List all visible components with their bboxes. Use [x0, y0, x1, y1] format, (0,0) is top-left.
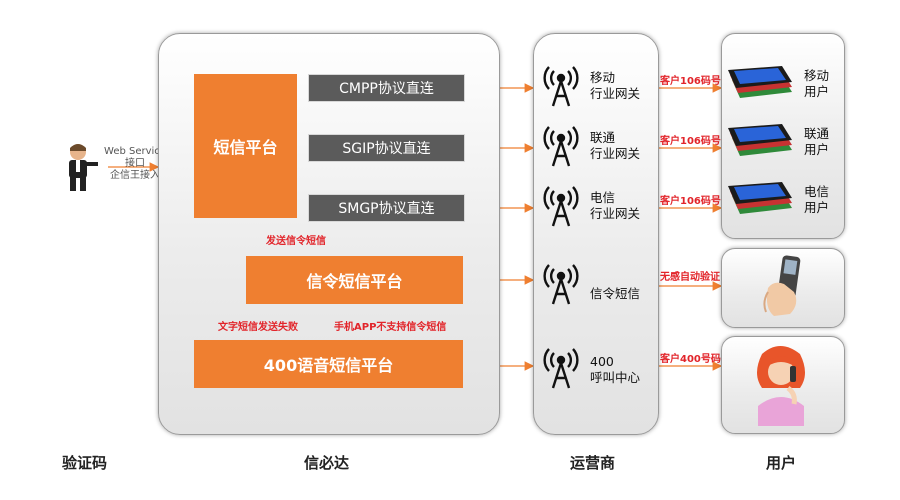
link-label-call-center: 客户400号码 — [660, 354, 721, 365]
footer-verification: 验证码 — [62, 454, 108, 472]
operator-line: 电信 — [590, 190, 616, 205]
app-unsupported-label: 手机APP不支持信令短信 — [334, 322, 447, 333]
footer-user: 用户 — [766, 454, 797, 472]
hand-phone-icon — [760, 252, 810, 322]
operator-line: 联通 — [590, 130, 616, 145]
antenna-icon — [542, 184, 580, 228]
woman-on-phone-icon — [748, 344, 814, 426]
operator-telecom-label: 电信 行业网关 — [590, 190, 640, 222]
antenna-icon — [542, 262, 580, 306]
cmpp-protocol-box: CMPP协议直连 — [308, 74, 465, 102]
sms-platform-label: 短信平台 — [213, 138, 278, 157]
user-line: 移动 — [804, 68, 830, 83]
user-line: 联通 — [804, 126, 830, 141]
signal-sms-platform-box: 信令短信平台 — [246, 256, 463, 304]
user-mobile-label: 移动 用户 — [804, 68, 829, 100]
phone-stack-icon — [726, 178, 796, 218]
operator-line: 移动 — [590, 70, 616, 85]
api-line-3: 企信王接入 — [110, 170, 160, 181]
operator-line: 信令短信 — [590, 286, 641, 301]
send-signal-label: 发送信令短信 — [266, 236, 326, 247]
voice-sms-platform-box: 400语音短信平台 — [194, 340, 463, 388]
user-telecom-label: 电信 用户 — [804, 184, 829, 216]
api-line-2: 接口 — [125, 158, 145, 169]
api-line-1: Web Service — [104, 146, 166, 157]
link-label-unicom: 客户106码号 — [660, 136, 721, 147]
sgip-protocol-box: SGIP协议直连 — [308, 134, 465, 162]
api-description: Web Service 接口 企信王接入 — [100, 146, 170, 182]
user-line: 电信 — [804, 184, 830, 199]
signal-sms-platform-label: 信令短信平台 — [306, 272, 403, 291]
link-label-telecom: 客户106码号 — [660, 196, 721, 207]
operator-line: 400 — [590, 354, 614, 369]
operator-callcenter-label: 400 呼叫中心 — [590, 354, 640, 386]
text-fail-label: 文字短信发送失败 — [218, 322, 298, 333]
antenna-icon — [542, 64, 580, 108]
operator-mobile-label: 移动 行业网关 — [590, 70, 640, 102]
operator-line: 呼叫中心 — [590, 370, 641, 385]
phone-stack-icon — [726, 62, 796, 102]
operator-line: 行业网关 — [590, 206, 641, 221]
antenna-icon — [542, 124, 580, 168]
operator-unicom-label: 联通 行业网关 — [590, 130, 640, 162]
operator-line: 行业网关 — [590, 146, 641, 161]
smgp-label: SMGP协议直连 — [338, 201, 435, 217]
operator-signal-label: 信令短信 — [590, 286, 640, 302]
sms-platform-box: 短信平台 — [194, 74, 297, 218]
antenna-icon — [542, 346, 580, 390]
user-line: 用户 — [804, 200, 830, 215]
voice-sms-platform-label: 400语音短信平台 — [263, 356, 394, 375]
person-icon — [60, 142, 100, 192]
sgip-label: SGIP协议直连 — [342, 141, 431, 157]
phone-stack-icon — [726, 120, 796, 160]
link-label-auto-verify: 无感自动验证 — [660, 272, 720, 283]
user-line: 用户 — [804, 142, 830, 157]
link-label-mobile: 客户106码号 — [660, 76, 721, 87]
cmpp-label: CMPP协议直连 — [339, 81, 434, 97]
footer-xinbida: 信必达 — [304, 454, 350, 472]
operator-line: 行业网关 — [590, 86, 641, 101]
user-unicom-label: 联通 用户 — [804, 126, 829, 158]
user-line: 用户 — [804, 84, 830, 99]
smgp-protocol-box: SMGP协议直连 — [308, 194, 465, 222]
footer-operator: 运营商 — [570, 454, 616, 472]
